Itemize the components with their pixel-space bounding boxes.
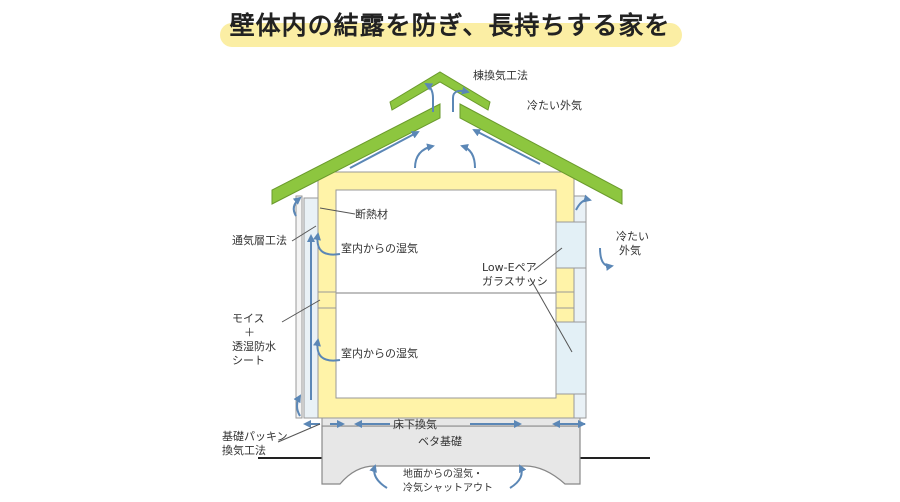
label-lowe-1: Low-Eペア	[482, 261, 537, 274]
beam-right	[555, 291, 575, 309]
airflow-arrows	[292, 83, 614, 489]
label-underfloor: 床下換気	[393, 417, 437, 431]
ridge-cap	[389, 71, 491, 111]
label-cold-outside-top: 冷たい外気	[527, 98, 582, 112]
arrow-attic-right	[460, 143, 476, 169]
window-upper	[555, 221, 587, 269]
label-indoor-moisture-lower: 室内からの湿気	[341, 346, 418, 360]
leader-line	[529, 277, 573, 353]
leader-line	[291, 225, 317, 242]
window-lower	[555, 321, 587, 395]
label-vent-layer: 通気層工法	[232, 233, 287, 247]
label-packing-1: 基礎パッキン	[222, 430, 288, 443]
leader-line	[533, 247, 563, 271]
interior-rooms	[335, 189, 557, 399]
arrow-cold-right	[599, 247, 614, 271]
leader-lines	[277, 207, 573, 443]
roof-left	[271, 103, 441, 205]
label-cold-right-2: 外気	[619, 243, 641, 257]
arrow-eave-right	[575, 194, 592, 211]
page-title: 壁体内の結露を防ぎ、長持ちする家を	[229, 11, 671, 40]
attic-space	[318, 106, 580, 172]
arrow-eave-left	[292, 196, 302, 217]
label-moiss-2: ＋	[244, 326, 255, 339]
siding-left	[295, 195, 303, 419]
label-cold-right-1: 冷たい	[616, 230, 649, 243]
arrow-ground-right	[509, 464, 527, 489]
leader-line	[281, 299, 321, 323]
label-ground-1: 地面からの湿気・	[403, 467, 483, 480]
title-area: 壁体内の結露を防ぎ、長持ちする家を	[0, 0, 900, 60]
arrow-roof-left	[349, 131, 420, 169]
leader-line	[277, 423, 321, 443]
label-insulation: 断熱材	[355, 207, 388, 221]
label-moiss-4: シート	[232, 354, 265, 367]
arrow-moisture-upper	[313, 232, 341, 256]
beam-left	[317, 291, 337, 309]
label-moiss-3: 透湿防水	[232, 339, 276, 353]
roof-right	[459, 103, 623, 205]
label-ridge: 棟換気工法	[473, 68, 528, 82]
label-lowe-2: ガラスサッシ	[482, 275, 548, 288]
arrow-bottom-left	[293, 394, 302, 417]
arrow-roof-right	[472, 129, 541, 165]
label-moiss-1: モイス	[232, 312, 265, 325]
arrow-moisture-lower	[313, 338, 341, 362]
title-highlight	[220, 23, 682, 47]
arrow-ground-left	[369, 464, 388, 489]
leader-line	[319, 207, 356, 215]
arrow-ridge-right	[452, 86, 470, 112]
label-packing-2: 換気工法	[222, 443, 266, 457]
arrow-ridge-left	[424, 83, 434, 112]
arrow-attic-left	[414, 143, 435, 169]
label-ground-2: 冷気シャットアウト	[403, 481, 493, 494]
label-indoor-moisture-upper: 室内からの湿気	[341, 241, 418, 255]
label-mat-foundation: ベタ基礎	[418, 435, 462, 448]
